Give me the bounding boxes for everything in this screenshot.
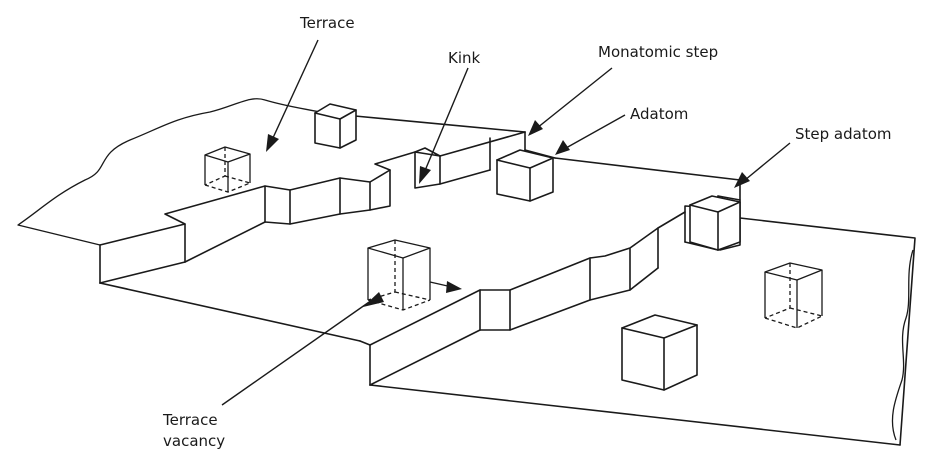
adatom-cube xyxy=(496,149,554,202)
monatomic-step-pointer xyxy=(536,67,613,129)
label-terrace: Terrace xyxy=(299,14,355,32)
step-adatom-cube xyxy=(689,195,741,251)
terrace-vacancy-pointer xyxy=(221,299,373,406)
label-adatom: Adatom xyxy=(630,105,688,123)
terrace-pointer xyxy=(271,39,319,141)
kink-site xyxy=(414,147,441,157)
labels: Terrace Kink Monatomic step Adatom Step … xyxy=(162,14,892,450)
adatom-pointer xyxy=(565,114,626,149)
monatomic-step-wall xyxy=(99,131,741,386)
label-terrace-vacancy-line1: Terrace xyxy=(162,411,218,429)
terrace-adatom-small xyxy=(314,103,357,149)
pointer-arrows xyxy=(221,39,791,406)
kink-pointer xyxy=(423,67,469,174)
lower-terrace-adatom xyxy=(621,314,698,391)
upper-terrace-vacancy xyxy=(204,146,251,193)
label-monatomic-step: Monatomic step xyxy=(598,43,718,61)
label-kink: Kink xyxy=(448,49,481,67)
lower-terrace xyxy=(99,217,916,446)
label-terrace-vacancy-line2: vacancy xyxy=(163,432,225,450)
label-step-adatom: Step adatom xyxy=(795,125,892,143)
step-adatom-pointer xyxy=(744,142,791,181)
lower-terrace-vacancy-right xyxy=(764,262,823,329)
